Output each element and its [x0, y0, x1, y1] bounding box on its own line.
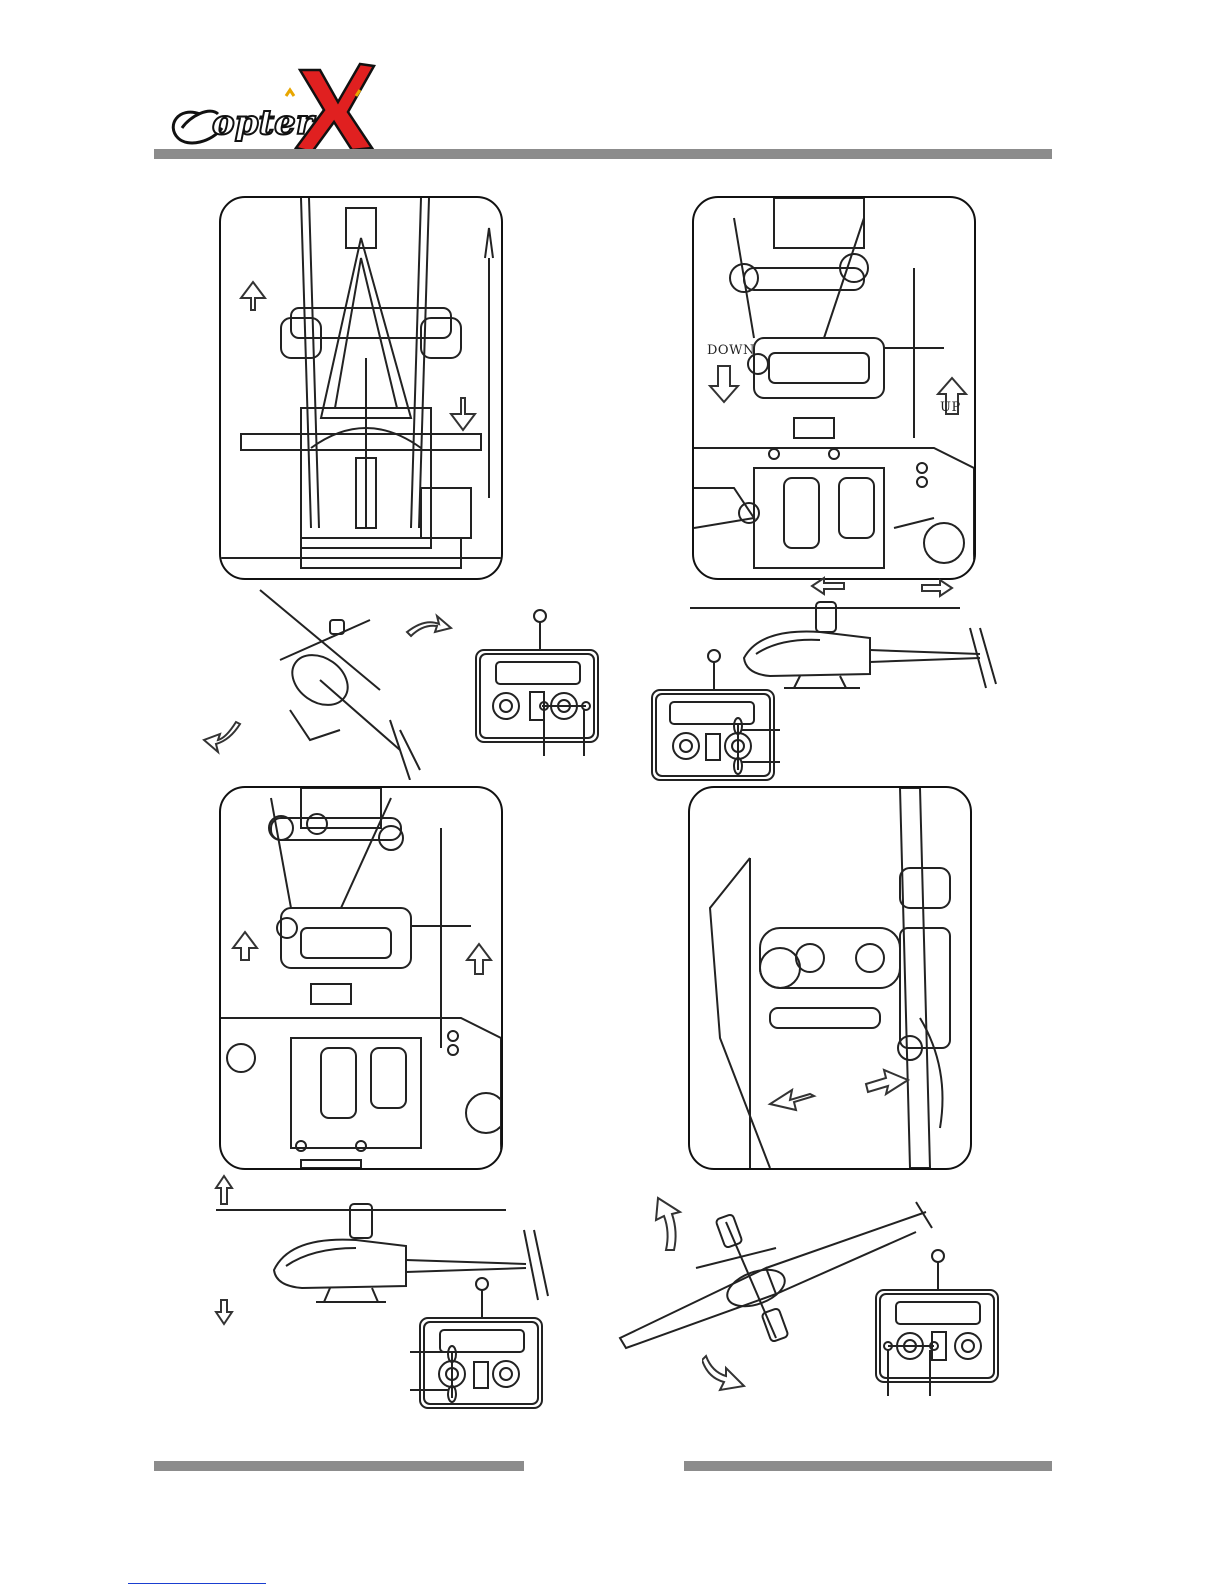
footer-rule-right [684, 1461, 1052, 1471]
up-arrow-bottom-left [214, 1174, 234, 1206]
footer-rule-left [154, 1461, 524, 1471]
svg-text:opter: opter [212, 103, 316, 143]
roll-up-arrow [644, 1196, 684, 1252]
transmitter-bottom-right [874, 1248, 1004, 1396]
transmitter-bottom-left [404, 1276, 544, 1412]
down-arrow-bottom-left [214, 1298, 234, 1326]
rotate-left-arrow [200, 720, 244, 756]
right-arrow-top-right [920, 578, 954, 598]
left-arrow-top-right [810, 576, 846, 596]
helicopter-illustration-tilt [250, 580, 430, 780]
figure-panel-bottom-left [219, 786, 503, 1170]
transmitter-top-right [650, 648, 790, 784]
figure-panel-top-right [692, 196, 976, 580]
copterx-logo: opter [160, 56, 380, 152]
up-label: UP [940, 400, 961, 415]
transmitter-top-left [472, 608, 602, 756]
rotate-right-arrow [405, 612, 453, 640]
footer-link-underline[interactable] [128, 1583, 266, 1584]
down-label: DOWN [707, 343, 755, 358]
figure-panel-bottom-right [688, 786, 972, 1170]
figure-panel-top-left [219, 196, 503, 580]
roll-down-arrow [702, 1354, 748, 1394]
header-rule [154, 149, 1052, 159]
